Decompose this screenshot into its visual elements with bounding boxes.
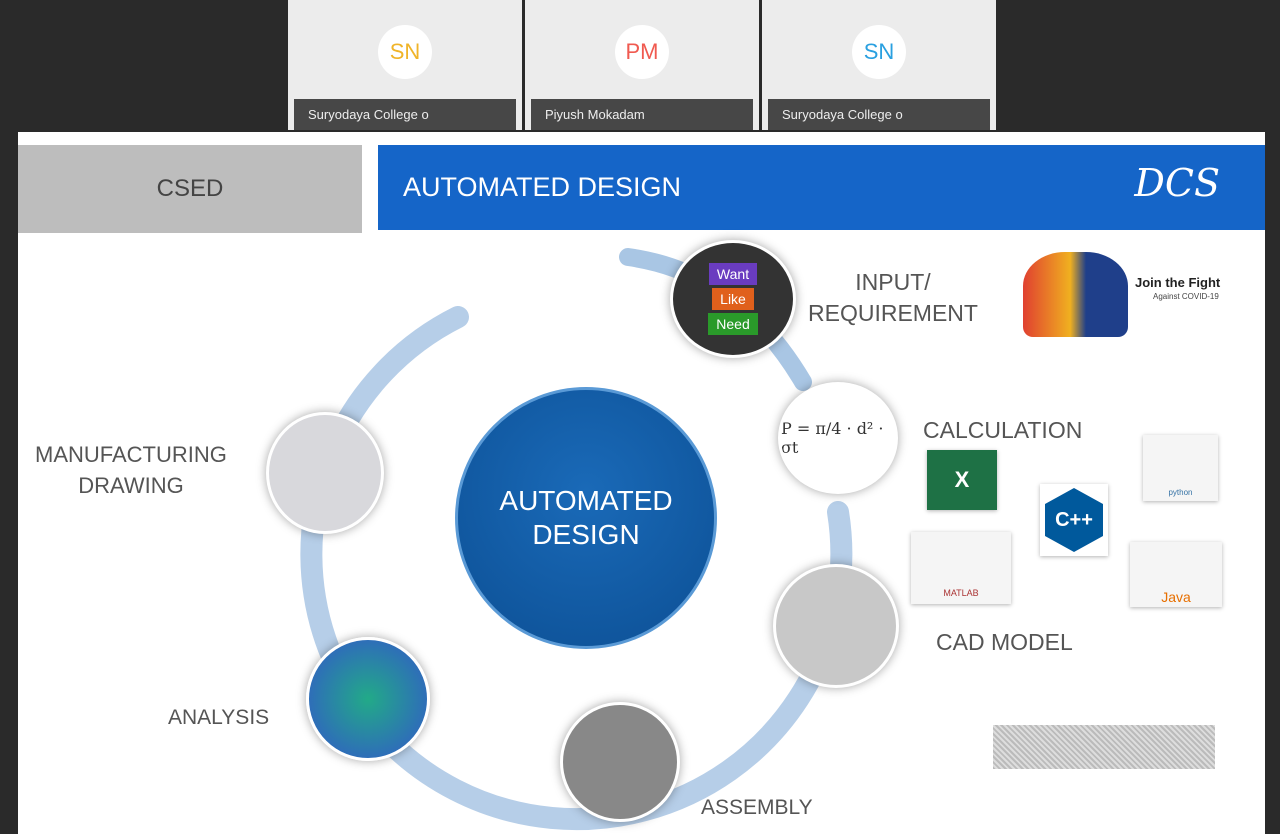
excel-icon: X [927,450,997,510]
formula-image: P = π/4 · d² · σt [778,382,898,494]
cpp-label: C++ [1045,488,1103,552]
cad-model-image [773,564,899,688]
participant-tile[interactable]: SN Suryodaya College o [288,0,522,130]
keyboard-keys-image: Want Like Need [670,240,796,358]
java-icon: Java [1130,542,1222,607]
label-input: INPUT/REQUIREMENT [808,269,978,326]
covid-title: Join the Fight [1135,275,1221,290]
label-analysis: ANALYSIS [168,706,270,729]
matlab-icon: MATLAB [911,532,1011,604]
participant-name: Suryodaya College o [768,99,990,130]
analysis-fea-image [306,637,430,761]
covid-banner: Join the Fight Against COVID-19 [1013,247,1243,342]
key-need: Need [708,313,758,335]
assembly-bicycle-image [560,702,680,822]
covid-illustration [1023,252,1128,337]
key-want: Want [708,263,758,285]
slide-title-bar: AUTOMATED DESIGN DCS [378,145,1265,230]
cpp-icon: C++ [1040,484,1108,556]
participant-tile[interactable]: SN Suryodaya College o [762,0,996,130]
redacted-block [993,725,1215,769]
center-line2: DESIGN [532,519,640,550]
avatar: SN [378,25,432,79]
label-cad-model: CAD MODEL [936,629,1073,655]
avatar: PM [615,25,669,79]
manufacturing-gears-image [266,412,384,534]
key-like: Like [712,288,754,310]
label-calculation: CALCULATION [923,417,1083,443]
avatar: SN [852,25,906,79]
python-icon: python [1143,435,1218,501]
participant-tile[interactable]: PM Piyush Mokadam [525,0,759,130]
label-assembly: ASSEMBLY [701,796,813,819]
slide-title: AUTOMATED DESIGN [403,172,682,202]
participant-name: Piyush Mokadam [531,99,753,130]
center-line1: AUTOMATED [499,485,673,516]
dcs-logo: DCS [1134,161,1220,205]
section-label: CSED [18,145,362,233]
participant-name: Suryodaya College o [294,99,516,130]
covid-subtitle: Against COVID-19 [1153,292,1219,301]
